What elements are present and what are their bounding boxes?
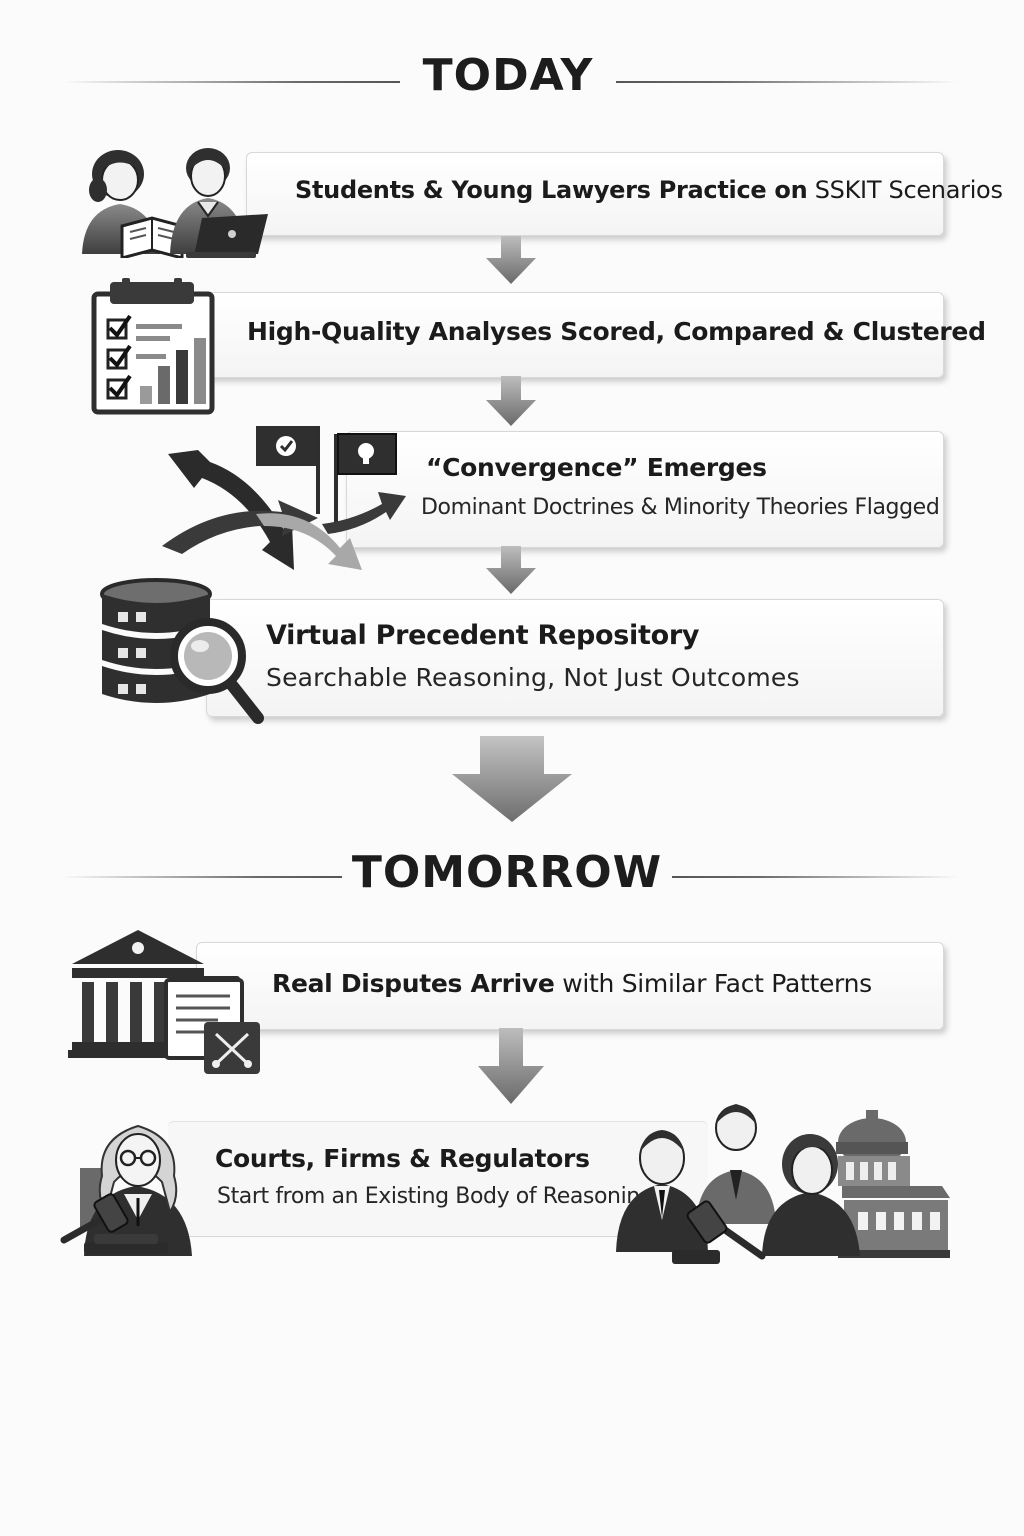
- step-convergence-title: “Convergence” Emerges: [426, 453, 767, 482]
- flow-arrow-1: [486, 236, 536, 284]
- step-card-practice: [246, 152, 944, 236]
- database-with-magnifier-icon: [100, 578, 264, 724]
- step-courts-subtitle: Start from an Existing Body of Reasoning: [217, 1184, 654, 1209]
- tomorrow-rule-right: [672, 876, 958, 878]
- step-practice-title-bold: Students & Young Lawyers Practice on: [295, 176, 808, 204]
- step-courts-title: Courts, Firms & Regulators: [215, 1144, 590, 1173]
- step-practice-title-normal: SSKIT Scenarios: [807, 176, 1003, 204]
- step-repository-title: Virtual Precedent Repository: [266, 620, 700, 651]
- step-card-convergence: [346, 431, 944, 548]
- step-repository-subtitle: Searchable Reasoning, Not Just Outcomes: [266, 663, 800, 692]
- students-with-book-and-laptop-icon: [82, 148, 268, 258]
- step-card-disputes: [196, 942, 944, 1030]
- tomorrow-rule-left: [62, 876, 342, 878]
- step-disputes-title-bold: Real Disputes Arrive: [272, 969, 555, 998]
- transition-arrow: [452, 736, 572, 822]
- today-heading: TODAY: [422, 50, 594, 101]
- checklist-clipboard-with-bar-chart-icon: [91, 278, 215, 415]
- step-convergence-subtitle: Dominant Doctrines & Minority Theories F…: [421, 495, 940, 520]
- step-card-repository: [206, 599, 944, 717]
- judge-with-gavel-icon: [60, 1124, 192, 1256]
- step-practice-title: Students & Young Lawyers Practice on SSK…: [295, 176, 1003, 204]
- flow-arrow-5: [478, 1028, 544, 1104]
- courthouse-with-documents-icon: [68, 930, 260, 1074]
- today-rule-right: [616, 81, 958, 83]
- tomorrow-heading: TOMORROW: [351, 847, 663, 898]
- lawyers-and-courthouse-icon: [616, 1104, 950, 1264]
- step-disputes-title-normal: with Similar Fact Patterns: [554, 969, 872, 998]
- today-rule-left: [62, 81, 400, 83]
- flow-arrow-3: [486, 546, 536, 594]
- step-card-courts: [168, 1121, 708, 1237]
- flow-arrow-2: [486, 376, 536, 426]
- step-analyses-title: High-Quality Analyses Scored, Compared &…: [247, 317, 986, 346]
- converging-arrows-with-flags-icon: [162, 426, 406, 570]
- step-disputes-title: Real Disputes Arrive with Similar Fact P…: [272, 969, 872, 998]
